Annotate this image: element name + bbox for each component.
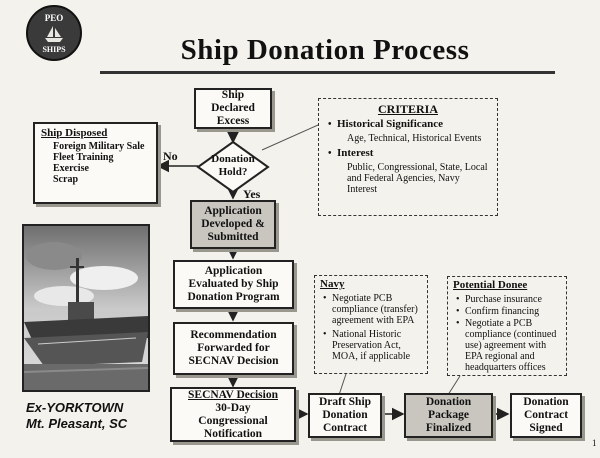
caption-line1: Ex-YORKTOWN [26, 400, 124, 415]
photo-caption: Ex-YORKTOWN Mt. Pleasant, SC [26, 400, 127, 432]
criteria-item-sub: Age, Technical, Historical Events [347, 133, 482, 144]
caption-line2: Mt. Pleasant, SC [26, 416, 128, 431]
page-number: 1 [592, 438, 597, 448]
criteria-title: CRITERIA [377, 102, 438, 116]
criteria-item-label: Historical Significance [337, 118, 444, 130]
yes-label: Yes [243, 187, 261, 201]
criteria-item: Historical Significance Age, Technical, … [328, 118, 491, 145]
potential-donee-box: Potential Donee Purchase insurance Confi… [447, 276, 567, 376]
peo-ships-logo: PEO SHIPS [26, 5, 82, 61]
donee-title: Potential Donee [453, 279, 528, 291]
donation-contract-signed-box: Donation Contract Signed [510, 393, 582, 438]
criteria-box: CRITERIA Historical Significance Age, Te… [318, 98, 498, 216]
recommendation-box: Recommendation Forwarded for SECNAV Deci… [173, 322, 294, 375]
logo-ship-icon [42, 24, 66, 49]
criteria-item-sub: Public, Congressional, State, Local and … [347, 162, 488, 195]
ship-disposed-box: Ship Disposed Foreign Military Sale Flee… [33, 122, 158, 204]
no-label: No [163, 149, 178, 163]
navy-title: Navy [320, 278, 345, 290]
secnav-decision-box: SECNAV Decision 30-Day Congressional Not… [170, 387, 296, 442]
decision-diamond [196, 140, 270, 194]
ship-disposed-title: Ship Disposed [41, 127, 108, 139]
donee-item: Confirm financing [456, 306, 561, 317]
secnav-title: SECNAV Decision [188, 388, 278, 401]
logo-top-text: PEO [44, 13, 64, 23]
criteria-item-label: Interest [337, 147, 374, 159]
disposed-item: Foreign Military Sale [53, 141, 145, 152]
application-evaluated-box: Application Evaluated by Ship Donation P… [173, 260, 294, 309]
donee-item: Negotiate a PCB compliance (continued us… [456, 318, 561, 373]
application-developed-box: Application Developed & Submitted [190, 200, 276, 249]
donee-item: Purchase insurance [456, 294, 561, 305]
disposed-item: Fleet Training Exercise [53, 152, 114, 174]
yorktown-photo [22, 224, 150, 392]
title-underline [100, 71, 555, 74]
donation-package-box: Donation Package Finalized [404, 393, 493, 438]
disposed-item: Scrap [53, 174, 78, 185]
navy-item: National Historic Preservation Act, MOA,… [323, 329, 422, 362]
criteria-item: Interest Public, Congressional, State, L… [328, 147, 491, 196]
secnav-body: 30-Day Congressional Notification [198, 401, 268, 440]
page-title: Ship Donation Process [180, 34, 470, 66]
logo-bottom-text: SHIPS [42, 45, 66, 54]
navy-item: Negotiate PCB compliance (transfer) agre… [323, 293, 422, 326]
navy-box: Navy Negotiate PCB compliance (transfer)… [314, 275, 428, 374]
ship-declared-excess-box: Ship Declared Excess [194, 88, 272, 129]
draft-contract-box: Draft Ship Donation Contract [308, 393, 382, 438]
decision-label: Donation Hold? [211, 153, 255, 178]
